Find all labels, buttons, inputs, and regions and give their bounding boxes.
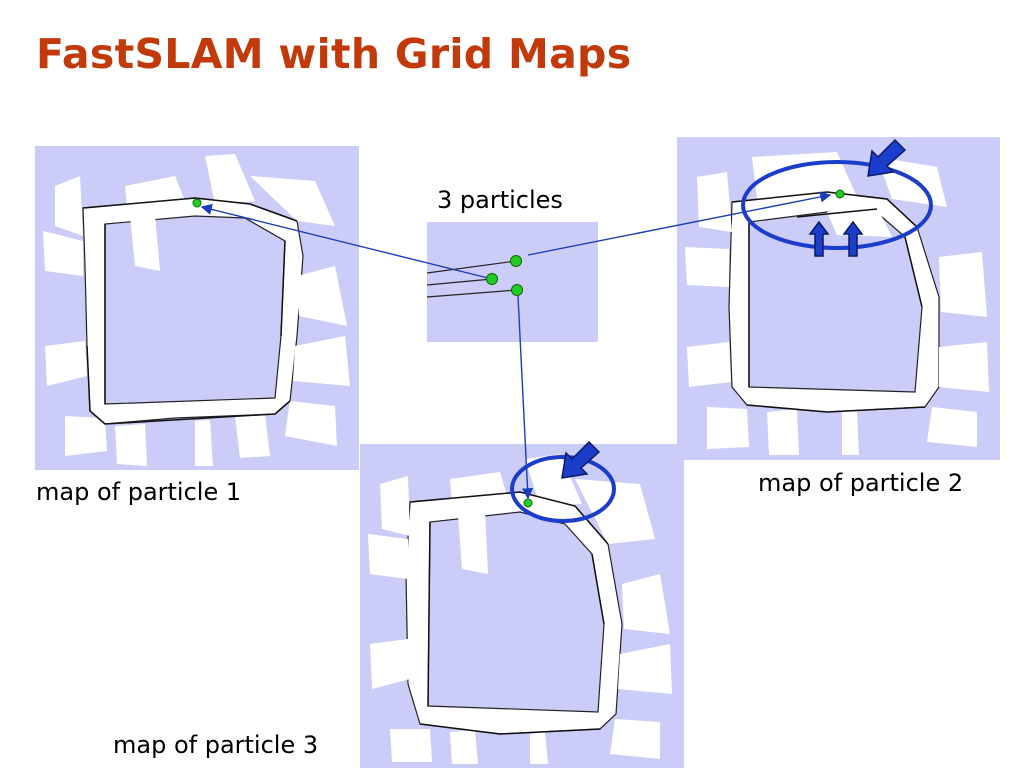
particles-label: 3 particles xyxy=(437,186,563,214)
grid-map-3 xyxy=(360,444,684,768)
caption-map-1: map of particle 1 xyxy=(36,478,242,506)
grid-map-2 xyxy=(677,137,1000,460)
map-particle-3 xyxy=(360,444,684,768)
grid-map-1 xyxy=(35,146,359,470)
map-particle-1 xyxy=(35,146,359,470)
caption-map-3: map of particle 3 xyxy=(113,731,319,759)
particle-set-box xyxy=(427,222,598,342)
map-particle-2 xyxy=(677,137,1000,460)
caption-map-2: map of particle 2 xyxy=(758,469,964,497)
slide-title: FastSLAM with Grid Maps xyxy=(36,30,632,78)
